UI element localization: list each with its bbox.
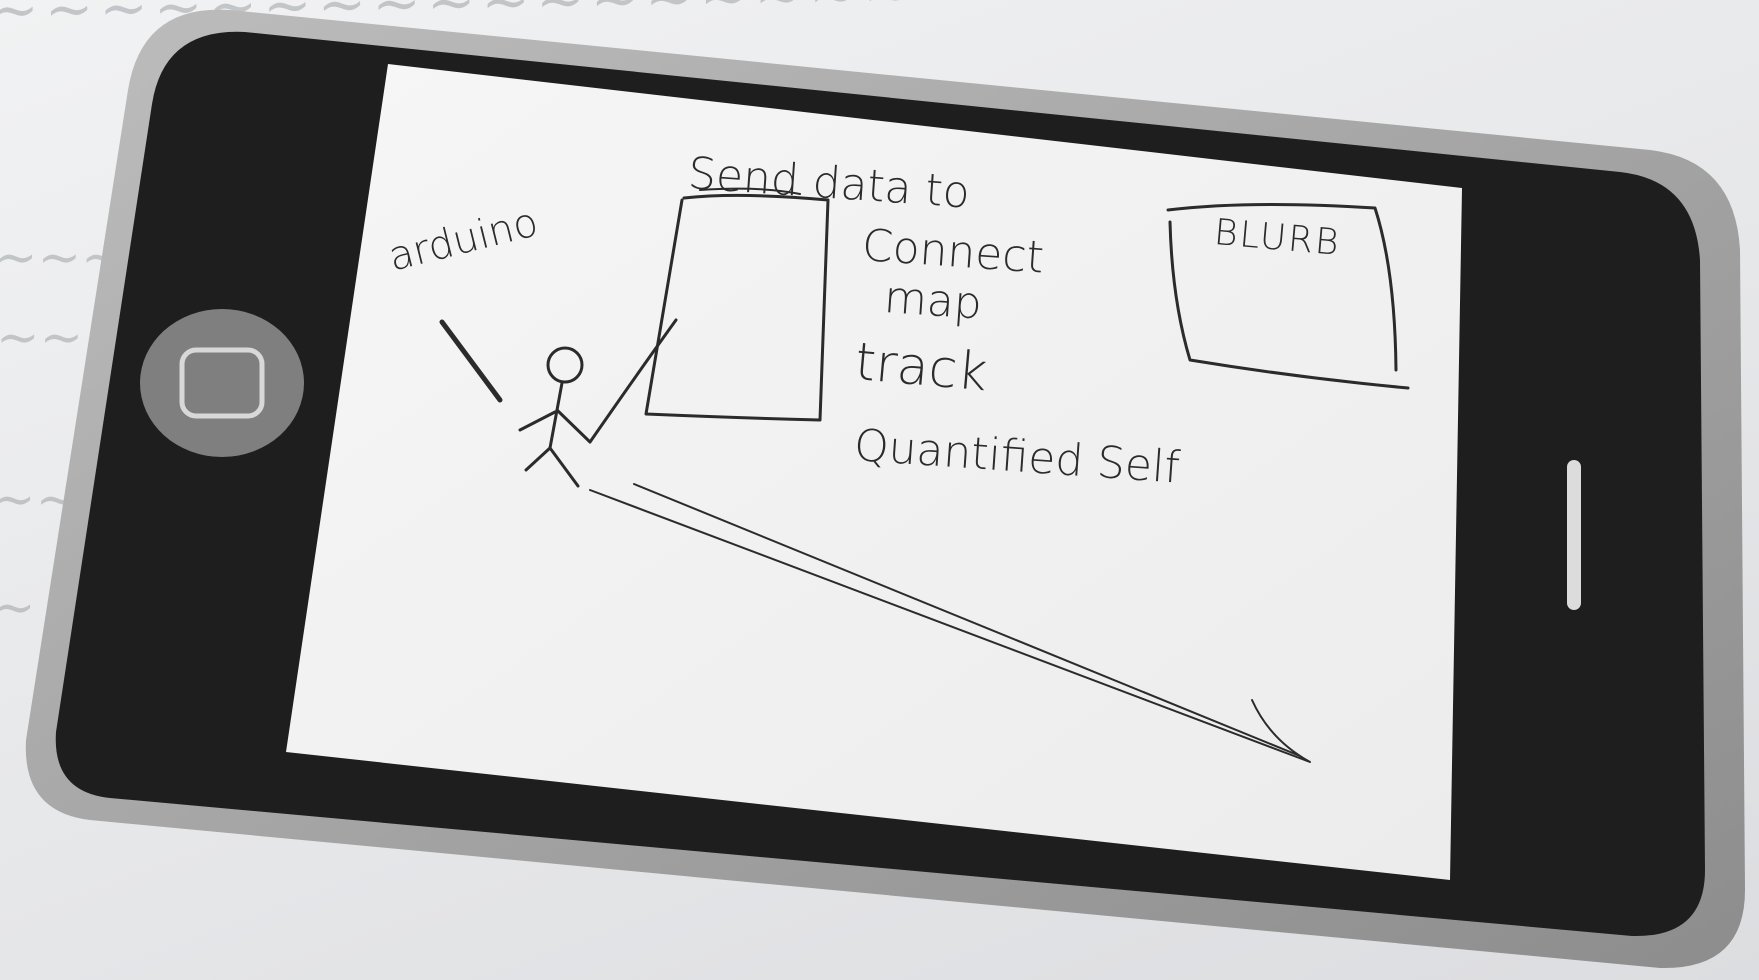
sketch-label-map: map: [882, 272, 983, 330]
sketch-label-track: track: [853, 332, 990, 403]
speaker-slot-icon: [1567, 460, 1581, 610]
home-button-icon: [140, 309, 304, 457]
